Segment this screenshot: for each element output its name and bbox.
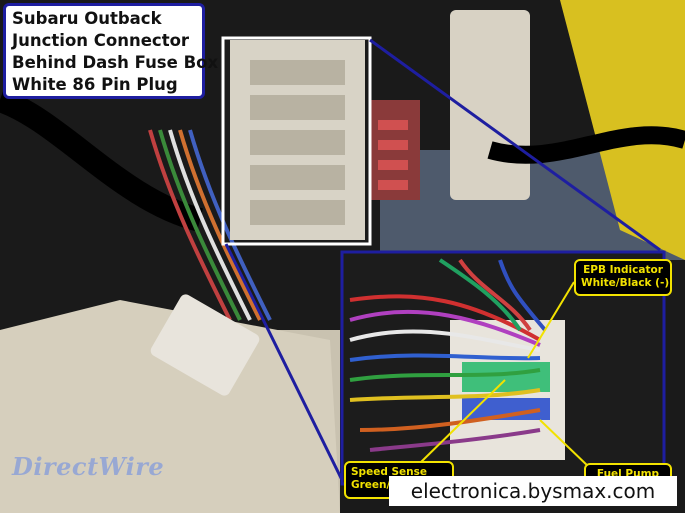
epb-indicator-callout: EPB Indicator White/Black (-) xyxy=(574,259,672,296)
speed-callout-line: Speed Sense xyxy=(351,466,428,478)
title-line: Subaru Outback xyxy=(12,9,162,28)
title-box: Subaru Outback Junction Connector Behind… xyxy=(3,3,219,99)
title-line: White 86 Pin Plug xyxy=(12,75,178,94)
title-line: Junction Connector xyxy=(12,31,190,50)
zoom-line-top xyxy=(369,38,661,252)
left-wire-bundle xyxy=(148,129,272,321)
epb-pointer xyxy=(527,281,575,359)
title-line: Behind Dash Fuse Box xyxy=(12,53,219,72)
green-pin-row xyxy=(462,362,550,392)
zoom-line-bottom xyxy=(224,243,344,481)
connector-highlight-box xyxy=(221,36,372,246)
speed-callout-line: Green/ xyxy=(351,479,391,491)
white-plug xyxy=(150,294,260,396)
blue-pin-row xyxy=(462,398,550,420)
watermark: electronica.bysmax.com xyxy=(389,476,677,506)
epb-callout-line: EPB Indicator xyxy=(583,264,663,276)
directwire-logo: DirectWire xyxy=(12,452,165,481)
connector-photo xyxy=(230,40,365,240)
fuel-pointer xyxy=(539,419,591,469)
speed-pointer xyxy=(419,379,506,464)
epb-callout-line: White/Black (-) xyxy=(581,277,670,289)
